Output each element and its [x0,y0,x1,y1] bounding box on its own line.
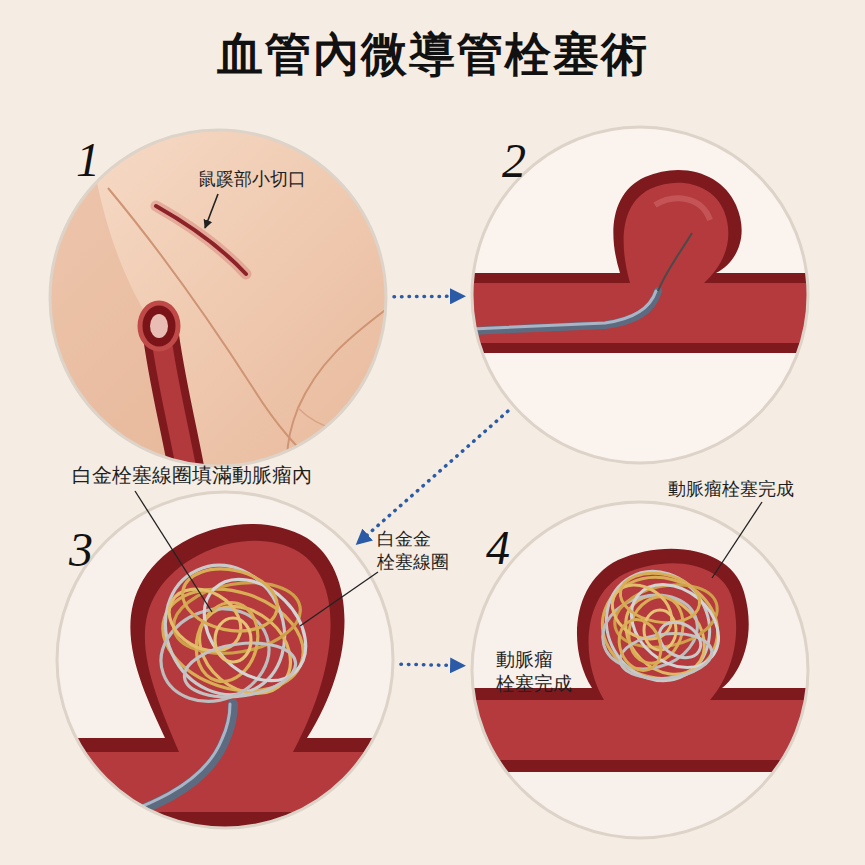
artery-wall [470,549,810,772]
artery-lumen [470,183,810,343]
leader-line [712,502,762,578]
skin-background [48,128,388,468]
coil-loop [215,618,251,662]
coil-filling-illustration [55,490,395,830]
callout-text: 動脈瘤 栓塞完成 [496,648,576,696]
body-contour [108,188,318,468]
illustration-group [470,125,810,465]
coil-mass [145,546,326,716]
step-number: 2 [502,137,526,185]
dotted-arrow [394,295,458,299]
lumen-highlight [655,198,710,220]
step-circle: 2 [470,125,810,465]
leader-line [205,194,218,228]
callout-text: 白金金 栓塞線圈 [377,528,453,573]
coil-loop [181,636,299,703]
skin-shadow [48,128,176,468]
catheter [85,704,233,830]
step-circle: 4 動脈瘤 栓塞完成 [470,500,810,840]
dotted-arrow [362,411,508,540]
illustration-group [470,500,810,840]
step-number: 4 [486,524,510,572]
background [55,490,395,830]
coil-loop [609,576,723,656]
callout-text: 鼠蹊部小切口 [198,168,328,191]
callout-label: 白金栓塞線圈填滿動脈瘤內 [72,463,312,488]
coil-mass [587,553,735,700]
coil-loop [145,546,306,715]
circle-border [472,127,808,463]
artery-wall [470,170,810,353]
catheter [470,291,658,331]
coil-loop [616,567,703,628]
callout-label: 動脈瘤栓塞完成 [668,478,794,501]
step-number: 3 [69,526,93,574]
artery-wall [55,524,395,830]
artery-opening [140,303,178,349]
step-number: 1 [76,136,100,184]
artery-lumen [150,314,168,338]
artery-lumen [55,541,395,812]
artery-lumen [470,563,810,760]
circle-border [57,492,393,828]
incision [156,206,246,274]
guidewire [658,233,692,291]
step-circle: 3白金金 栓塞線圈 [55,490,395,830]
coil-loop [612,614,667,677]
catheter-highlight [470,291,656,329]
dotted-arrow [401,664,458,665]
coil-loop [158,577,252,663]
coil-loop [177,561,283,640]
illustration-group [55,490,395,830]
background [470,500,810,840]
incision [156,206,246,274]
background [470,125,810,465]
circle-border [50,130,386,466]
leader-line [135,491,212,612]
circle-border [472,502,808,838]
coil-loop [587,553,730,700]
coil-loop [594,585,705,679]
coil-loop [610,580,720,690]
step-circle: 1 鼠蹊部小切口 [48,128,388,468]
illustration-group [48,128,388,468]
leader-line [300,572,378,626]
diagram-title: 血管內微導管栓塞術 [0,24,865,86]
catheter-highlight [85,704,230,827]
